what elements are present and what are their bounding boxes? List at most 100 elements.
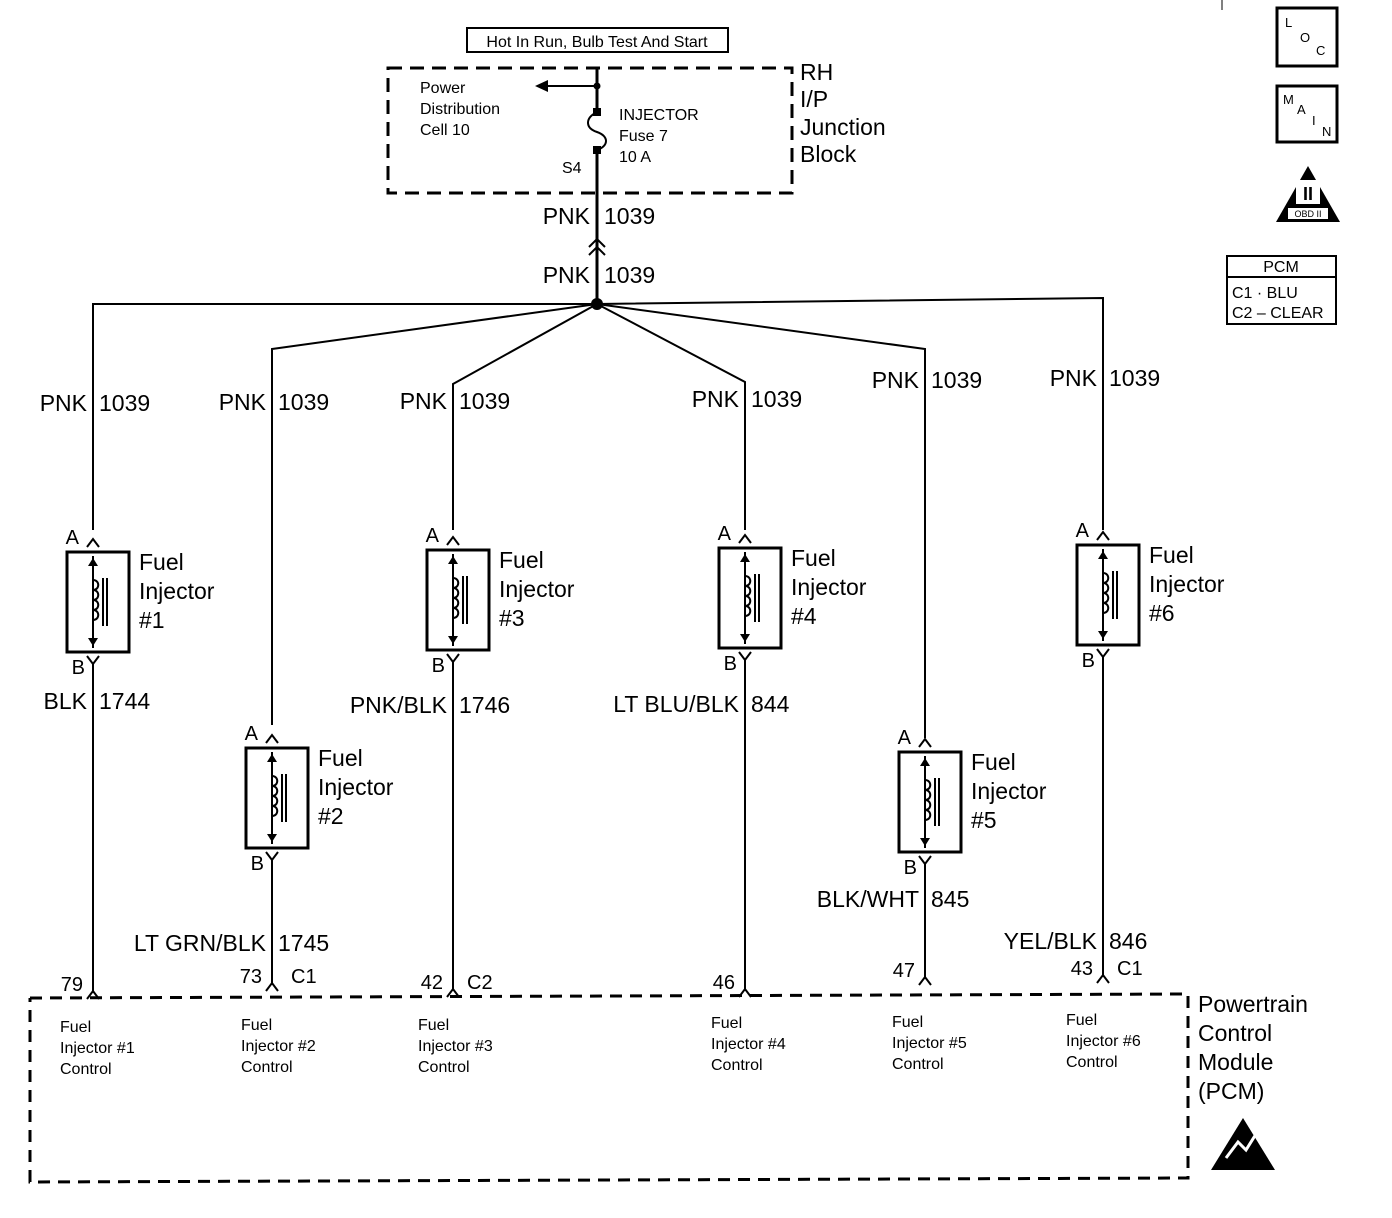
injector-3-name-line-1: Fuel [499, 547, 544, 573]
injector-3-name-line-2: Injector [499, 576, 575, 602]
pd-line1: Power [420, 80, 466, 97]
main-icon[interactable] [1275, 84, 1339, 144]
pcm-input-5-line-1: Fuel [892, 1014, 923, 1031]
injector-4-pcm-pin: 46 [713, 972, 735, 994]
injector-1-feed-color: PNK [40, 390, 88, 416]
injector-6-pcm-pin: 43 [1071, 958, 1093, 980]
injector-5-name-line-1: Fuel [971, 749, 1016, 775]
injector-4-body [717, 546, 783, 650]
injector-6-body [1075, 543, 1141, 647]
injector-6-pcm-terminal [1096, 973, 1110, 984]
loc-icon[interactable] [1275, 6, 1339, 68]
injector-2-arrow-down [267, 834, 277, 842]
fuse-name: INJECTOR [619, 107, 699, 124]
injector-1-name-line-1: Fuel [139, 549, 184, 575]
injector-5-feed-color: PNK [872, 367, 920, 393]
injector-5-coil-icon [924, 779, 932, 821]
injector-5-pcm-pin: 47 [893, 960, 915, 982]
injector-6-feed-number: 1039 [1109, 365, 1160, 391]
power-distribution-label: Power Distribution Cell 10 [420, 80, 504, 139]
svg-text:II: II [1303, 184, 1313, 204]
pcm-input-4-line-3: Control [711, 1057, 763, 1074]
injector-4-pin-a-terminal [738, 533, 752, 544]
injector-5-feed-number: 1039 [931, 367, 982, 393]
injector-5-name-line-2: Injector [971, 778, 1047, 804]
injector-1-pin-a: A [66, 527, 80, 549]
injector-2-body [244, 746, 310, 850]
injector-3-arrow-up [448, 556, 458, 564]
injector-5-out-color: BLK/WHT [817, 886, 919, 912]
pcm-input-6-line-1: Fuel [1066, 1012, 1097, 1029]
injector-6-name-line-1: Fuel [1149, 542, 1194, 568]
injector-3-feed-number: 1039 [459, 388, 510, 414]
legend-c1: C1 · BLU [1232, 285, 1298, 302]
supply-title: Hot In Run, Bulb Test And Start [486, 34, 708, 51]
bus-node [593, 82, 601, 90]
injector-4-pin-b-terminal [738, 651, 752, 662]
splice-wire-color: PNK [543, 262, 591, 288]
injector-4-name-line-3: #4 [791, 603, 817, 629]
injector-2-connector: C1 [291, 966, 317, 988]
injector-3-pin-b-terminal [446, 653, 460, 664]
feed-wire-4 [596, 303, 746, 530]
obd-ii-icon[interactable]: II OBD II [1276, 166, 1340, 222]
injector-1-pin-b-terminal [86, 655, 100, 666]
pd-line3: Cell 10 [420, 122, 470, 139]
injector-1-pin-b: B [72, 657, 85, 679]
injector-5-out-number: 845 [931, 886, 969, 912]
pcm-input-1-line-3: Control [60, 1061, 112, 1078]
pcm-input-2-line-1: Fuel [241, 1017, 272, 1034]
loc-letter-3: C [1316, 43, 1325, 58]
injector-1-name-line-3: #1 [139, 607, 165, 633]
injector-1-out-color: BLK [44, 688, 88, 714]
legend-c2: C2 – CLEAR [1232, 305, 1324, 322]
obd-label: OBD II [1294, 209, 1321, 219]
main-letter-3: I [1312, 113, 1316, 128]
injector-5-arrow-down [920, 838, 930, 846]
injector-3-body [425, 548, 491, 652]
injector-6-out-color: YEL/BLK [1004, 928, 1098, 954]
feed-wire-3 [452, 303, 598, 530]
injector-3-out-color: PNK/BLK [350, 692, 448, 718]
injector-3-pin-a: A [426, 525, 440, 547]
main-letter-2: A [1297, 102, 1306, 117]
injector-2-out-number: 1745 [278, 930, 329, 956]
injector-2-feed-number: 1039 [278, 389, 329, 415]
injector-3-pin-a-terminal [446, 535, 460, 546]
injector-6-name-line-3: #6 [1149, 600, 1175, 626]
injector-5-pin-b: B [904, 857, 917, 879]
pcm-input-1-line-2: Injector #1 [60, 1040, 135, 1057]
injector-4-name-line-1: Fuel [791, 545, 836, 571]
pcm-input-6-line-2: Injector #6 [1066, 1033, 1141, 1050]
pcm-line3: Module [1198, 1049, 1273, 1075]
loc-letter-1: L [1285, 15, 1292, 30]
injector-5-pin-b-terminal [918, 855, 932, 866]
pcm-input-2-line-3: Control [241, 1059, 293, 1076]
fuse-symbol [587, 111, 607, 151]
feed-wire-6 [596, 296, 1104, 530]
injector-6-pin-a-terminal [1096, 530, 1110, 541]
injector-6-coil-icon [1102, 572, 1110, 614]
injector-5-body [897, 750, 963, 854]
injector-3-coil-icon [452, 577, 460, 619]
top-wire-color: PNK [543, 203, 591, 229]
injector-2-pin-a: A [245, 723, 259, 745]
main-letter-1: M [1283, 92, 1294, 107]
jb-line4: Block [800, 141, 857, 167]
supply-title-box [466, 27, 729, 53]
injector-2-coil-icon [271, 775, 279, 817]
jb-line1: RH [800, 59, 833, 85]
injector-4-arrow-down [740, 634, 750, 642]
main-letter-4: N [1322, 124, 1331, 139]
fuse-end-top [593, 108, 601, 116]
injector-2-feed-color: PNK [219, 389, 267, 415]
feed-wire-2 [271, 303, 598, 725]
junction-block-name: RH I/P Junction Block [800, 59, 892, 167]
